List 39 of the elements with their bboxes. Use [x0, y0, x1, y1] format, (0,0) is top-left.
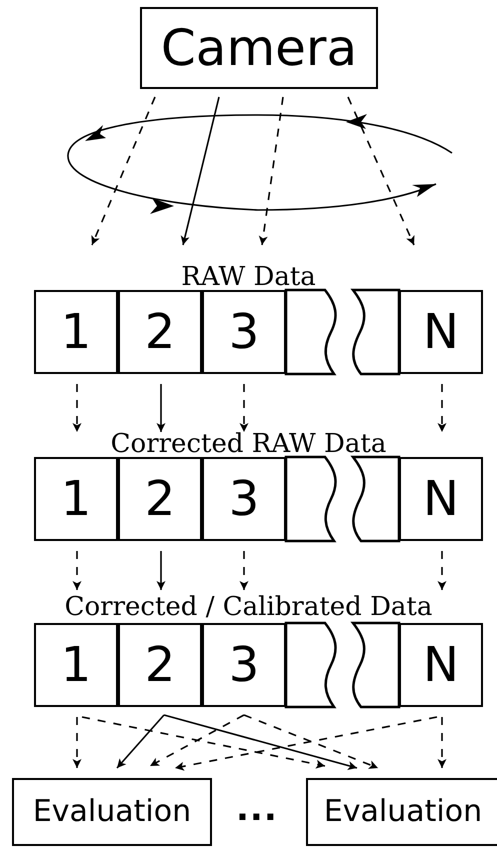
data-cell: N — [399, 623, 483, 707]
arrow — [438, 384, 446, 432]
data-cell: 3 — [202, 290, 286, 374]
arrow — [116, 714, 165, 769]
arrow — [244, 714, 378, 769]
data-cell: 3 — [202, 457, 286, 541]
data-cell: 1 — [34, 623, 118, 707]
arrow — [240, 384, 248, 432]
data-cell: 2 — [118, 623, 202, 707]
evaluation-box: Evaluation — [306, 778, 497, 846]
arrow — [164, 714, 358, 770]
data-cell: 3 — [202, 623, 286, 707]
data-cell: 1 — [34, 290, 118, 374]
data-cell: 2 — [118, 457, 202, 541]
evaluation-box: Evaluation — [12, 778, 212, 846]
camera-box: Camera — [140, 7, 378, 89]
arrow — [240, 551, 248, 590]
arrow — [91, 96, 156, 246]
row-heading: RAW Data — [180, 264, 317, 290]
data-cell: N — [399, 457, 483, 541]
data-cell: 2 — [118, 290, 202, 374]
ellipsis: ... — [236, 792, 278, 826]
arrow — [72, 384, 82, 432]
arrow — [82, 716, 326, 769]
arrow — [156, 384, 166, 432]
data-cell: N — [399, 290, 483, 374]
arrow — [150, 714, 244, 767]
arrow — [438, 717, 446, 768]
row-heading: Corrected RAW Data — [110, 431, 388, 457]
arrow — [174, 716, 438, 771]
arrow — [72, 551, 82, 590]
arrow — [72, 717, 82, 768]
row-heading: Corrected / Calibrated Data — [64, 594, 434, 620]
arrow — [156, 551, 166, 590]
data-cell: 1 — [34, 457, 118, 541]
arrow — [180, 96, 220, 246]
arrow — [438, 551, 446, 590]
arrow — [347, 96, 415, 246]
arrow — [258, 96, 284, 246]
